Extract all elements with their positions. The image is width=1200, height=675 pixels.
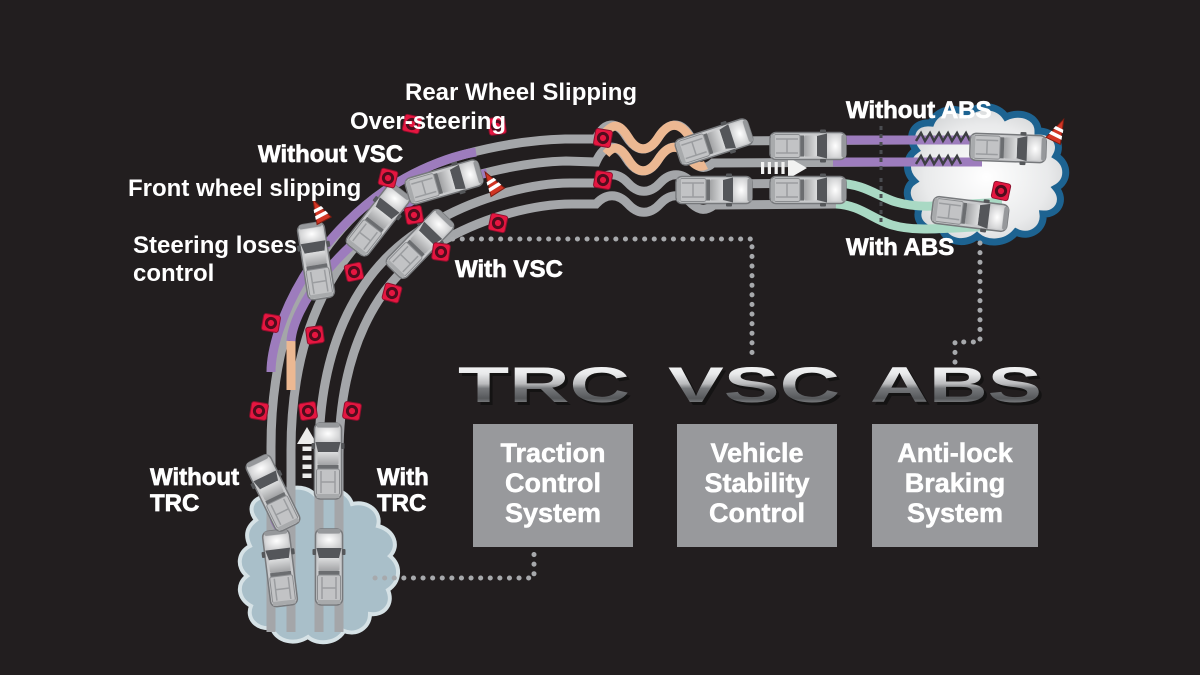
road-marker-icon (340, 399, 364, 423)
info-box-vehicle-stability: Vehicle Stability Control (677, 424, 837, 547)
box-traction-line2: Control (505, 468, 601, 498)
car-lower-road-1 (675, 172, 753, 208)
road-marker-icon (486, 211, 510, 235)
chrome-title: TRC VSC ABS TRC VSC ABS (458, 357, 1045, 416)
label-over-steering: Over-steering (350, 108, 506, 135)
car-with-trc (310, 422, 346, 500)
without-vsc-skid (266, 147, 477, 373)
label-without-trc-line1: Without (150, 464, 239, 491)
box-abs-line3: System (907, 498, 1003, 528)
label-with-trc-line2: TRC (377, 490, 426, 517)
label-steering-loses-line1: Steering loses (133, 232, 297, 259)
label-without-vsc: Without VSC (258, 141, 403, 168)
road-marker-icon (303, 323, 327, 347)
road-marker-icon (296, 399, 320, 423)
road-marker-icon (402, 203, 426, 227)
box-traction-line1: Traction (500, 438, 605, 468)
road-marker-icon (376, 166, 400, 190)
abs-connector (952, 240, 983, 366)
road-marker-icon (259, 311, 283, 335)
label-without-abs: Without ABS (846, 97, 992, 124)
box-stability-line3: Control (709, 498, 805, 528)
road-marker-icon (429, 240, 453, 264)
road-marker-icon (591, 168, 615, 192)
vsc-connector (440, 236, 755, 364)
title-word-vsc: VSC (668, 357, 840, 413)
road-marker-icon (247, 399, 271, 423)
label-without-trc-line2: TRC (150, 490, 199, 517)
title-shadow-trc: TRC (461, 360, 633, 416)
road-marker-icon (342, 260, 366, 284)
box-background (473, 424, 633, 547)
label-steering-loses-line2: control (133, 260, 214, 287)
car-lower-road-2 (769, 172, 847, 208)
dashed-arrow-right-icon (761, 157, 807, 179)
box-stability-line2: Stability (704, 468, 809, 498)
label-front-wheel-slipping: Front wheel slipping (128, 175, 361, 202)
box-abs-line1: Anti-lock (897, 438, 1013, 468)
dashed-arrow-up-icon (297, 427, 317, 478)
box-background (872, 424, 1038, 547)
label-with-vsc: With VSC (455, 256, 563, 283)
box-background (677, 424, 837, 547)
label-with-abs: With ABS (846, 234, 954, 261)
title-shadow-vsc: VSC (671, 360, 843, 416)
label-with-trc-line1: With (377, 464, 429, 491)
box-abs-line2: Braking (905, 468, 1006, 498)
title-word-abs: ABS (870, 357, 1042, 413)
captions: Rear Wheel Slipping Over-steering Withou… (128, 79, 992, 517)
info-box-traction-control: Traction Control System (473, 424, 633, 547)
title-shadow-abs: ABS (873, 360, 1045, 416)
label-rear-wheel-slipping: Rear Wheel Slipping (405, 79, 637, 106)
road-marker-icon (989, 179, 1013, 203)
car-upper-road (769, 128, 847, 164)
ice-scratch-marks (914, 153, 963, 167)
info-box-antilock-braking: Anti-lock Braking System (872, 424, 1038, 547)
ice-scratch-marks (914, 130, 972, 144)
road-marker-icon (380, 281, 404, 305)
title-word-trc: TRC (458, 357, 630, 413)
road-marker-icon (591, 126, 615, 150)
box-stability-line1: Vehicle (710, 438, 803, 468)
dotted-connectors (372, 236, 983, 581)
box-traction-line3: System (505, 498, 601, 528)
car-without-abs (968, 129, 1048, 167)
car-in-puddle-with-trc (311, 528, 347, 606)
